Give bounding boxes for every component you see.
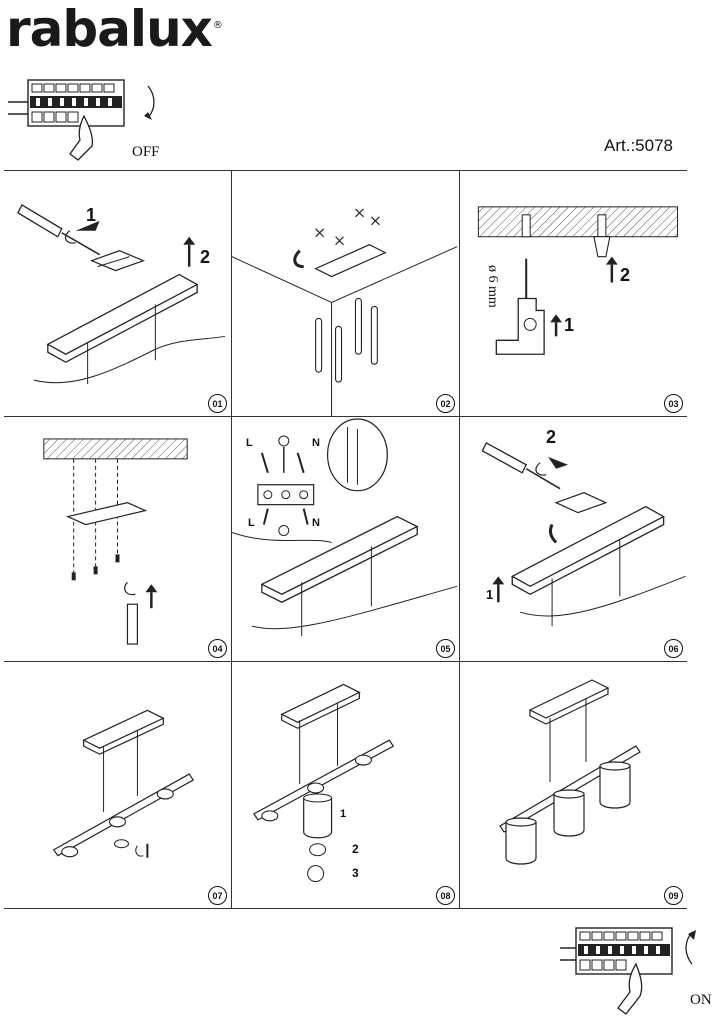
step-03-number: 03 — [664, 394, 683, 413]
breaker-on-illustration — [560, 927, 696, 1015]
step-04-panel: 04 — [4, 417, 232, 662]
article-number: Art.:5078 — [604, 136, 673, 155]
step-05-panel: L N L N 05 — [232, 417, 460, 662]
step-08-label-1: 1 — [340, 808, 347, 820]
step-08-label-3: 3 — [352, 866, 359, 880]
step-07-panel: 07 — [4, 662, 232, 908]
step-08-illustration — [253, 683, 395, 883]
step-01-panel: 1 2 01 — [4, 171, 232, 417]
step-09-panel: 09 — [460, 662, 687, 908]
breaker-off-illustration — [8, 79, 155, 161]
step-06-label-1: 1 — [486, 587, 494, 602]
registered-mark: ® — [212, 20, 223, 32]
step-02-number: 02 — [436, 394, 455, 413]
step-08-label-2: 2 — [352, 842, 359, 856]
step-01-illustration — [17, 203, 226, 385]
step-03-label-2: 2 — [620, 265, 631, 285]
step-07-number: 07 — [208, 886, 227, 905]
instruction-grid: 1 2 01 02 — [4, 170, 687, 909]
power-on-label: ON — [690, 992, 712, 1008]
step-01-label-1: 1 — [86, 205, 97, 225]
drill-size-label: ø 6 mm — [485, 265, 500, 308]
step-09-number: 09 — [664, 886, 683, 905]
step-03-illustration — [477, 206, 679, 355]
step-06-number: 06 — [664, 639, 683, 658]
step-09-illustration — [499, 679, 641, 865]
brand-logo: rabalux® — [6, 4, 223, 54]
step-06-label-2: 2 — [546, 427, 557, 447]
step-05-illustration — [232, 418, 458, 637]
step-03-panel: ø 6 mm 1 2 03 — [460, 171, 687, 417]
step-01-label-2: 2 — [200, 247, 211, 267]
wire-label-l-top: L — [246, 437, 253, 449]
brand-name: rabalux — [6, 0, 213, 58]
wire-label-n-top: N — [312, 437, 320, 449]
wire-label-n-bottom: N — [312, 517, 320, 529]
step-07-illustration — [52, 709, 195, 858]
wire-label-l-bottom: L — [248, 517, 255, 529]
step-08-panel: 1 2 3 08 — [232, 662, 460, 908]
power-off-label: OFF — [132, 144, 160, 160]
step-08-number: 08 — [436, 886, 455, 905]
step-01-number: 01 — [208, 394, 227, 413]
step-04-number: 04 — [208, 639, 227, 658]
step-05-number: 05 — [436, 639, 455, 658]
step-04-illustration — [43, 438, 188, 645]
step-02-illustration — [232, 208, 458, 416]
step-02-panel: 02 — [232, 171, 460, 417]
step-06-illustration — [481, 442, 686, 627]
step-03-label-1: 1 — [564, 315, 575, 335]
step-06-panel: 2 1 06 — [460, 417, 687, 662]
